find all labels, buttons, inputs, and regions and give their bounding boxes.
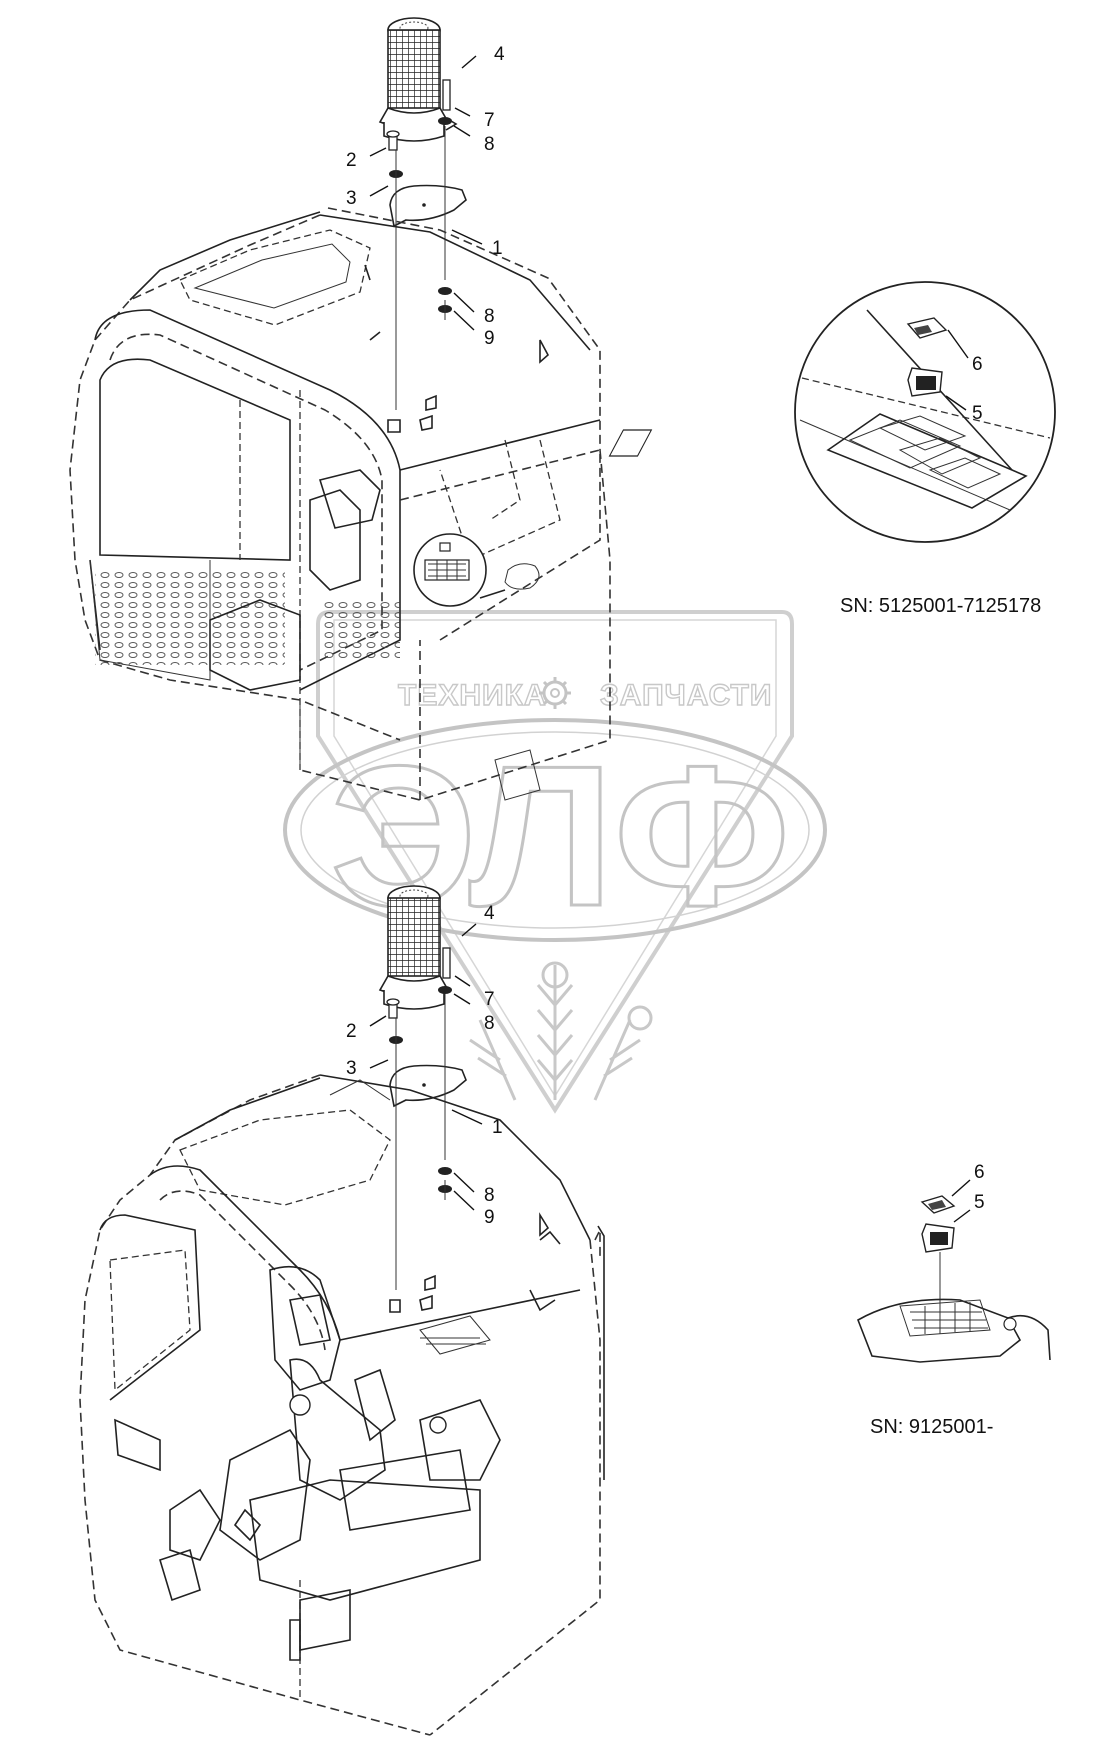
cab-outline-lower [79,1074,605,1736]
callout-8-lower: 8 [484,1013,495,1034]
fasteners-upper [386,117,452,313]
callout-8b-lower: 8 [484,1185,495,1206]
gasket-plate-lower [389,1064,467,1108]
watermark-left-word: ТЕХНИКА [398,679,547,712]
gasket-plate [389,184,467,228]
serial-range-upper: SN: 5125001-7125178 [840,595,1041,617]
callouts-lower: 4 7 8 2 3 1 8 9 [346,903,503,1228]
watermark-oval [283,718,827,942]
callout-8-upper: 8 [484,134,495,155]
beacon-lamp-icon [378,17,458,142]
lower-view: 4 7 8 2 3 1 8 9 6 5 [79,885,1051,1736]
callout-7-lower: 7 [484,989,495,1010]
callout-3-lower: 3 [346,1058,357,1079]
callout-9-lower: 9 [484,1207,495,1228]
fasteners-lower [386,986,452,1193]
cab-outline-upper [69,207,611,801]
watermark: ТЕХНИКА ЗАПЧАСТИ ЭЛФ [283,610,827,1114]
callout-1-lower: 1 [492,1117,503,1138]
callout-9-upper: 9 [484,328,495,349]
callouts-upper: 4 7 8 2 3 1 8 9 [346,44,505,349]
upper-view: 4 7 8 2 3 1 8 9 [69,17,1056,801]
callout-5-lower: 5 [974,1192,985,1213]
serial-range-lower: SN: 9125001- [870,1416,993,1438]
callout-2-upper: 2 [346,150,357,171]
beacon-lamp-icon [378,885,451,1010]
switch-panel-upper [608,415,1002,489]
callout-7-upper: 7 [484,110,495,131]
callout-4-lower: 4 [484,903,495,924]
switch-icon [920,1195,956,1253]
callout-5-upper: 5 [972,403,983,424]
watermark-right-word: ЗАПЧАСТИ [600,679,772,712]
detail-switch-upper: 6 5 [608,281,1056,543]
callout-2-lower: 2 [346,1021,357,1042]
callout-4-upper: 4 [494,44,505,65]
callout-1-upper: 1 [492,238,503,259]
callout-6-lower: 6 [974,1162,985,1183]
gear-icon [539,677,571,709]
switch-icon [906,317,948,397]
callout-8b-upper: 8 [484,306,495,327]
detail-switch-lower: 6 5 [857,1162,1051,1363]
callout-6-upper: 6 [972,354,983,375]
watermark-wheat [469,961,653,1101]
callout-3-upper: 3 [346,188,357,209]
